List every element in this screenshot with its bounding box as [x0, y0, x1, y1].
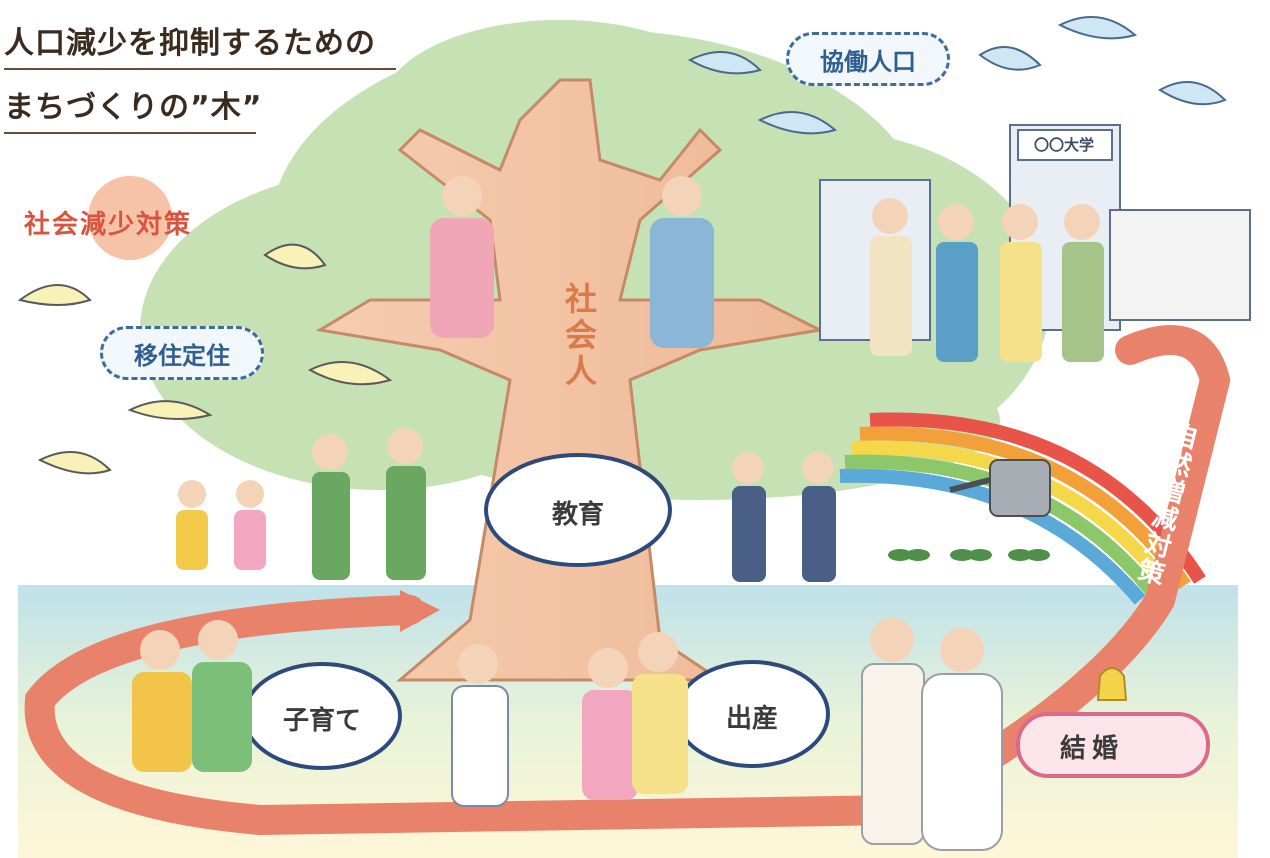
bird-icon	[687, 51, 762, 75]
lifecycle-arrow	[24, 325, 1231, 836]
marriage-label: 結婚	[1060, 734, 1125, 764]
bird-icon	[307, 361, 393, 386]
bell-icon	[1096, 667, 1128, 701]
bird-icon	[978, 46, 1042, 71]
bird-icon	[1057, 16, 1138, 40]
page-title-line2: まちづくりの”木”	[4, 82, 261, 134]
collaboration-pill: 協働人口	[786, 32, 950, 86]
childbirth-label: 出産	[725, 704, 778, 734]
birds	[17, 243, 393, 475]
arrow-head	[400, 590, 440, 632]
watering-can-icon	[949, 459, 1051, 517]
social-measures-label: 社会減少対策	[24, 210, 193, 240]
people	[132, 176, 1104, 851]
bird-icon	[17, 284, 92, 306]
childcare-label: 子育て	[282, 706, 361, 736]
migration-pill: 移住定住	[100, 326, 264, 380]
bird-icon	[127, 400, 213, 420]
sprouts	[888, 549, 1050, 561]
page-title-line1: 人口減少を抑制するための	[4, 18, 396, 70]
cloud-education	[484, 453, 672, 567]
university-sign: 〇〇大学	[1034, 136, 1095, 154]
marriage-ribbon	[1016, 667, 1210, 778]
education-label: 教育	[551, 500, 604, 530]
bird-icon	[37, 451, 112, 475]
bird-icon	[757, 111, 838, 135]
bird-icon	[1158, 81, 1227, 106]
highlight-circle	[88, 176, 172, 260]
bird-icon	[263, 243, 327, 270]
society-label: 社会人	[560, 282, 598, 390]
